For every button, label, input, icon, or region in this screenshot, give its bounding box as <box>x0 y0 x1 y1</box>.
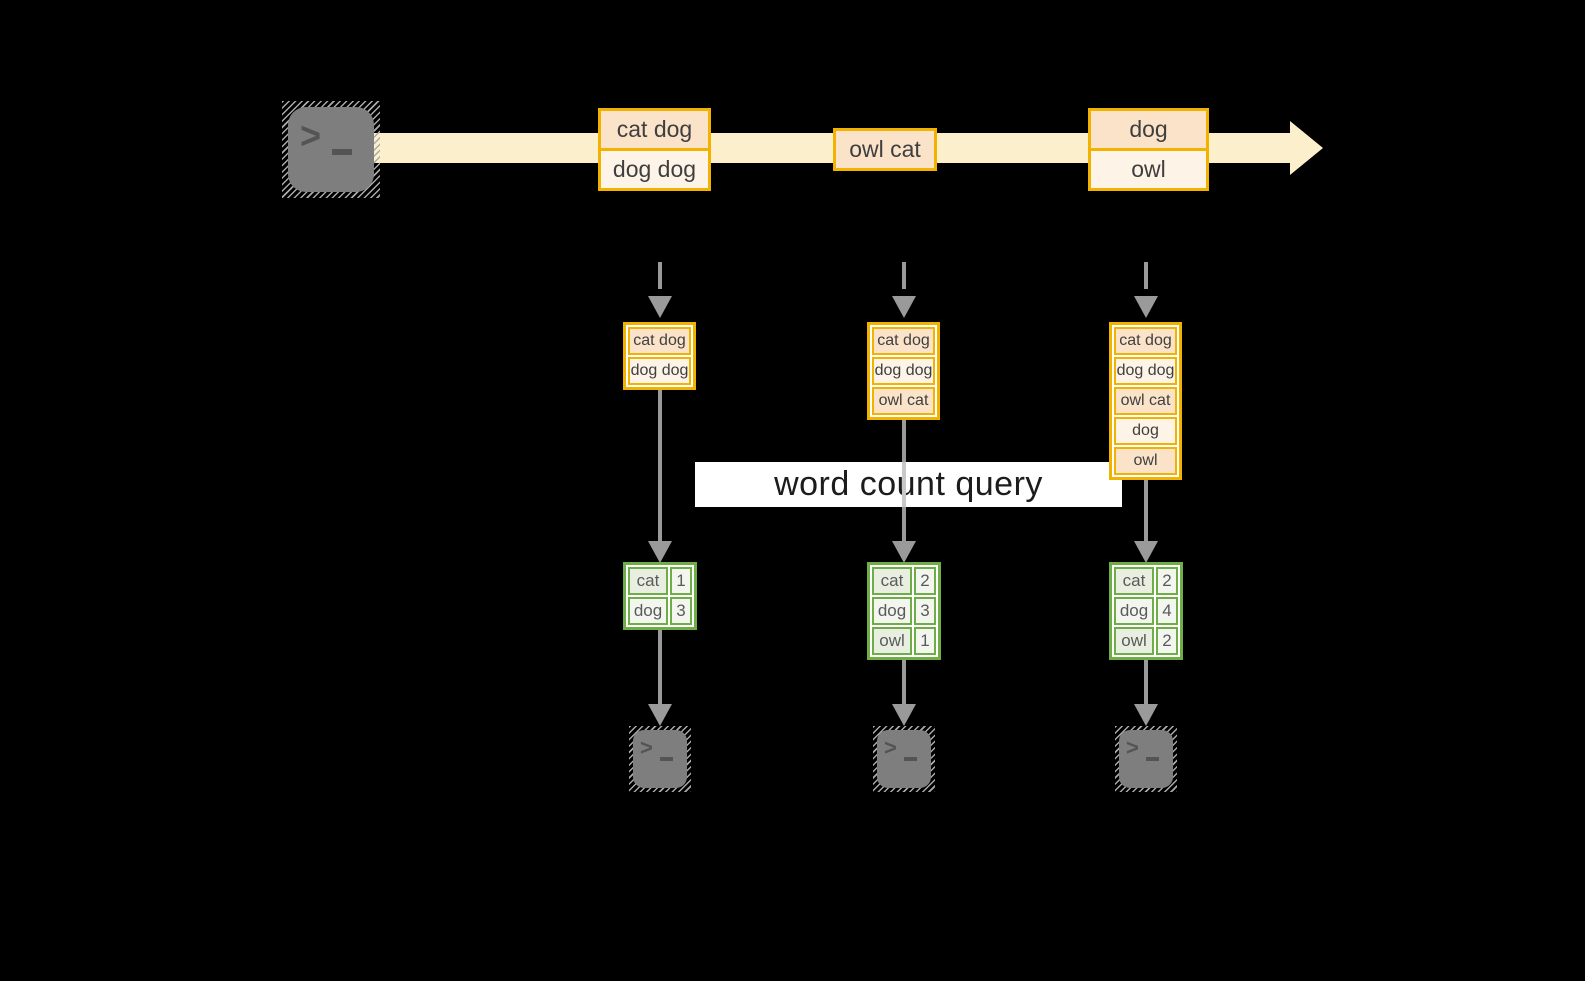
count-cell: 1 <box>914 627 936 655</box>
count-cell: 2 <box>1156 567 1178 595</box>
record-cell: dog <box>1114 417 1177 445</box>
dashed-arrow-line <box>658 262 662 289</box>
flow-line <box>1144 660 1148 704</box>
record-cell: dog <box>1091 111 1206 148</box>
arrowhead-icon <box>1134 541 1158 563</box>
prompt-underscore-icon <box>332 149 352 155</box>
record-cell: owl cat <box>1114 387 1177 415</box>
flow-line <box>1144 480 1148 541</box>
query-label: word count query <box>774 465 1043 503</box>
flow-line-through-band <box>902 462 906 507</box>
prompt-chevron-icon: > <box>300 113 322 157</box>
record-cell: owl <box>1114 447 1177 475</box>
record-cell: dog dog <box>1114 357 1177 385</box>
word-cell: cat <box>872 567 912 595</box>
arrowhead-icon <box>1134 704 1158 726</box>
record-cell: cat dog <box>628 327 691 355</box>
terminal-icon: > <box>1115 726 1177 792</box>
arrowhead-icon <box>892 296 916 318</box>
terminal-icon: > <box>629 726 691 792</box>
arrowhead-icon <box>892 541 916 563</box>
dashed-arrow-line <box>902 262 906 289</box>
dashed-arrow-line <box>1144 262 1148 289</box>
stream-arrowhead-icon <box>1290 121 1323 175</box>
prompt-underscore-icon <box>1146 757 1159 761</box>
terminal-screen: > <box>877 730 931 788</box>
prompt-chevron-icon: > <box>640 735 653 760</box>
arrowhead-icon <box>648 704 672 726</box>
count-cell: 2 <box>914 567 936 595</box>
record-cell: dog dog <box>872 357 935 385</box>
flow-line <box>902 660 906 704</box>
prompt-chevron-icon: > <box>884 735 897 760</box>
count-cell: 4 <box>1156 597 1178 625</box>
stream-batch-box: owl cat <box>833 128 937 171</box>
record-cell: owl cat <box>872 387 935 415</box>
word-cell: dog <box>872 597 912 625</box>
terminal-screen: > <box>288 107 374 192</box>
count-cell: 3 <box>670 597 692 625</box>
terminal-screen: > <box>633 730 687 788</box>
word-cell: owl <box>1114 627 1154 655</box>
flow-line <box>658 630 662 704</box>
flow-line <box>658 390 662 541</box>
record-cell: owl cat <box>836 131 934 168</box>
arrowhead-icon <box>648 296 672 318</box>
prompt-underscore-icon <box>660 757 673 761</box>
terminal-screen: > <box>1119 730 1173 788</box>
record-cell: owl <box>1091 148 1206 188</box>
word-cell: dog <box>1114 597 1154 625</box>
record-cell: dog dog <box>601 148 708 188</box>
query-label-band: word count query <box>695 462 1122 507</box>
count-cell: 3 <box>914 597 936 625</box>
terminal-icon: > <box>282 101 380 198</box>
count-cell: 1 <box>670 567 692 595</box>
arrowhead-icon <box>1134 296 1158 318</box>
record-cell: cat dog <box>601 111 708 148</box>
word-cell: dog <box>628 597 668 625</box>
word-cell: cat <box>1114 567 1154 595</box>
terminal-icon: > <box>873 726 935 792</box>
arrowhead-icon <box>648 541 672 563</box>
record-cell: cat dog <box>1114 327 1177 355</box>
word-cell: owl <box>872 627 912 655</box>
prompt-chevron-icon: > <box>1126 735 1139 760</box>
word-cell: cat <box>628 567 668 595</box>
count-cell: 2 <box>1156 627 1178 655</box>
record-cell: cat dog <box>872 327 935 355</box>
arrowhead-icon <box>892 704 916 726</box>
prompt-underscore-icon <box>904 757 917 761</box>
record-cell: dog dog <box>628 357 691 385</box>
